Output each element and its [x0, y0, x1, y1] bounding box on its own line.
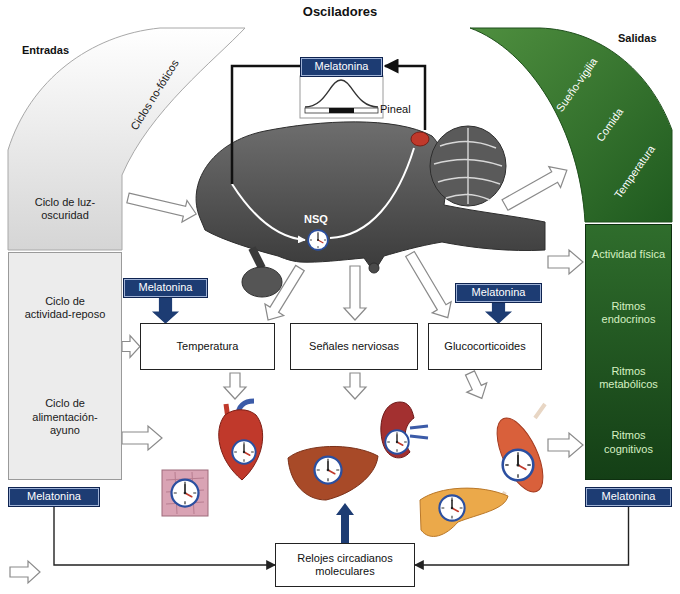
node-text: Melatonina — [315, 60, 369, 73]
input-band: Ciclos no-fóticosCiclo de luz-oscuridad — [8, 28, 245, 250]
flow-arrow — [548, 250, 583, 274]
clock-icon — [439, 495, 464, 520]
pathway-line — [232, 184, 305, 240]
connector-line — [415, 507, 629, 565]
liver-organ — [288, 446, 378, 500]
flow-arrow — [460, 368, 492, 403]
node-text: Melatonina — [139, 281, 193, 294]
signal-arrow — [336, 503, 354, 543]
node-text: Melatonina — [472, 286, 526, 299]
node-text: Ciclo de alimentación-ayuno — [23, 397, 107, 437]
brain-silhouette — [196, 122, 545, 272]
cerebellum — [430, 126, 506, 206]
pathway-line — [330, 148, 414, 238]
node-text: Actividad física — [592, 248, 665, 261]
feedback-line — [385, 66, 425, 130]
melatonin-curve — [305, 80, 378, 107]
annotation-label: Entradas — [22, 44, 69, 57]
hormone-box: Melatonina — [123, 278, 208, 298]
flow-arrow — [499, 160, 573, 216]
pineal-gland — [411, 132, 429, 146]
output-band: Sueño-vigiliaComidaTemperatura — [470, 28, 672, 222]
node-text: Melatonina — [602, 490, 656, 503]
flow-arrow — [548, 433, 583, 457]
feedback-line — [232, 66, 300, 184]
hormone-box: Melatonina — [8, 487, 100, 507]
connector-arrow — [154, 298, 178, 323]
olfactory-bulb — [242, 267, 282, 297]
hormone-box: Melatonina — [585, 487, 672, 507]
flow-arrow — [344, 266, 366, 320]
node-text: Temperatura — [177, 340, 239, 353]
clock-icon — [503, 450, 534, 481]
flow-arrow — [344, 373, 366, 399]
light-dark-bar — [329, 108, 354, 113]
skin-tissue — [162, 470, 208, 516]
heart-organ — [219, 410, 263, 480]
signal-box: Glucocorticoides — [428, 323, 542, 370]
node-text: Ciclo de luz-oscuridad — [12, 196, 118, 222]
signal-box: Señales nerviosas — [290, 323, 418, 370]
node-text: Melatonina — [27, 490, 81, 503]
flow-arrow — [259, 262, 310, 325]
flow-arrow — [122, 426, 162, 450]
clock-icon — [172, 480, 199, 507]
clock-icon — [315, 457, 342, 484]
diagram-title: Osciladores — [270, 4, 410, 20]
melatonin-graph — [300, 76, 383, 118]
connector-arrow — [122, 336, 140, 358]
annotation-label: Salidas — [618, 32, 657, 45]
node-text: Ciclo de actividad-reposo — [23, 295, 107, 321]
connector-line — [54, 507, 275, 565]
annotation-label: NSQ — [304, 213, 328, 226]
connector-arrow — [487, 303, 511, 323]
kidney-organ — [381, 402, 414, 458]
node-text: Ritmos metabólicos — [589, 365, 668, 391]
clock-icon — [232, 440, 255, 463]
node-text: Glucocorticoides — [444, 340, 525, 353]
band-shape — [8, 28, 245, 250]
muscle-organ — [488, 412, 553, 499]
flow-arrow — [224, 373, 246, 399]
flow-arrow — [125, 187, 198, 224]
node-text: Relojes circadianos moleculares — [282, 552, 408, 578]
hormone-box: Melatonina — [455, 283, 542, 303]
cerebellum-folia — [434, 128, 502, 204]
flow-arrow — [10, 561, 40, 583]
output-box: Actividad físicaRitmos endocrinosRitmos … — [585, 224, 672, 480]
flow-arrow — [401, 248, 458, 323]
band-shape — [470, 28, 672, 222]
light-dark-bar — [305, 108, 378, 113]
clock-box: Relojes circadianos moleculares — [275, 543, 415, 587]
kidney-vessel — [410, 426, 428, 438]
signal-box: Temperatura — [140, 323, 275, 370]
hormone-box: Melatonina — [300, 57, 383, 77]
clock-icon — [308, 230, 328, 250]
skin-texture — [166, 472, 204, 514]
pancreas-organ — [420, 488, 508, 536]
input-box: Ciclo de actividad-reposoCiclo de alimen… — [8, 252, 122, 480]
clock-icon — [385, 430, 408, 453]
pituitary — [369, 263, 379, 273]
node-text: Señales nerviosas — [309, 340, 399, 353]
node-text: Ritmos endocrinos — [589, 300, 668, 326]
brain-stalk — [252, 248, 262, 268]
annotation-label: Pineal — [380, 103, 411, 116]
band-outline — [470, 28, 672, 222]
node-text: Ritmos cognitivos — [589, 429, 668, 455]
